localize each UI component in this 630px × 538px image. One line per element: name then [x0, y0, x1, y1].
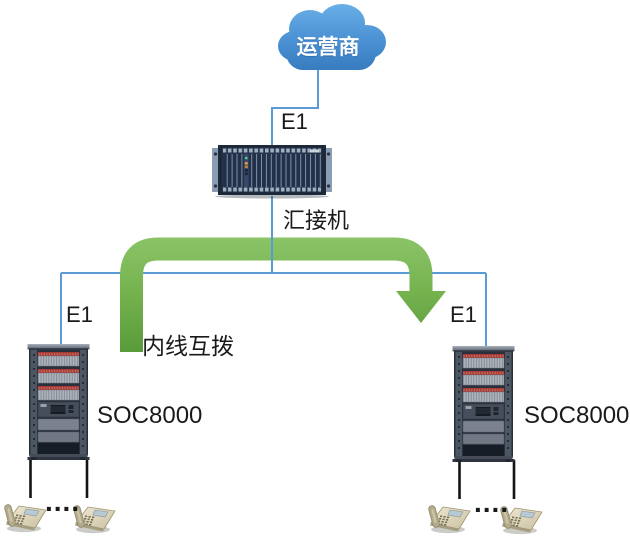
arrowhead	[396, 291, 446, 323]
hub-label: 汇接机	[283, 208, 350, 233]
phone-lines	[29, 458, 516, 499]
phones-ellipsis-right: ....	[474, 487, 510, 518]
phone-icon	[0, 495, 50, 533]
tandem-switch-icon	[212, 145, 332, 199]
e1-left-label: E1	[66, 302, 93, 327]
rack-left-icon	[27, 344, 90, 460]
internal-dial-arrow	[120, 237, 446, 352]
rack-right-label: SOC8000	[524, 402, 630, 429]
internal-dial-label: 内线互拨	[142, 333, 234, 359]
cloud-label: 运营商	[296, 36, 360, 59]
e1-top-label: E1	[281, 109, 308, 134]
rack-left-label: SOC8000	[97, 402, 203, 429]
rack-right-icon	[452, 346, 515, 462]
e1-right-label: E1	[450, 302, 477, 327]
link-cloud-to-hub	[271, 67, 319, 147]
phone-icon	[424, 496, 474, 534]
cloud-icon	[278, 4, 386, 70]
phones-ellipsis-left: ....	[45, 486, 81, 517]
